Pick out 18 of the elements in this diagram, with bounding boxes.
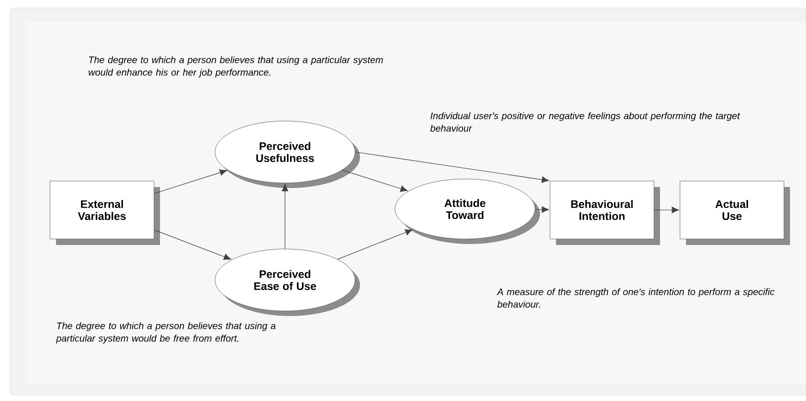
- arrow: [154, 230, 232, 260]
- note-text: The degree to which a person believes that using a particular system would enhance his or her job performance.: [88, 56, 383, 78]
- note-text: A measure of the strength of one's intention to perform a specific behaviour.: [496, 288, 774, 308]
- arrow: [342, 170, 408, 192]
- note-text: Individual user's positive or negative feelings about performing the target behaviour: [430, 112, 740, 132]
- arrow: [282, 184, 288, 250]
- ellipse-node: Perceived Ease of Use: [214, 248, 360, 316]
- process-box: External Variables: [50, 180, 160, 245]
- note-text: The degree to which a person believes that using a particular system would be free from effort.: [56, 322, 276, 344]
- arrow: [154, 169, 228, 194]
- arrow: [534, 206, 550, 213]
- arrow: [654, 206, 680, 214]
- ellipse-node: Perceived Usefulness: [214, 120, 360, 188]
- ellipse-node: Attitude Toward: [394, 178, 540, 244]
- process-box: Actual Use: [680, 180, 790, 245]
- arrow: [337, 229, 413, 260]
- arrow: [354, 152, 550, 183]
- process-box: Behavioural Intention: [550, 180, 660, 245]
